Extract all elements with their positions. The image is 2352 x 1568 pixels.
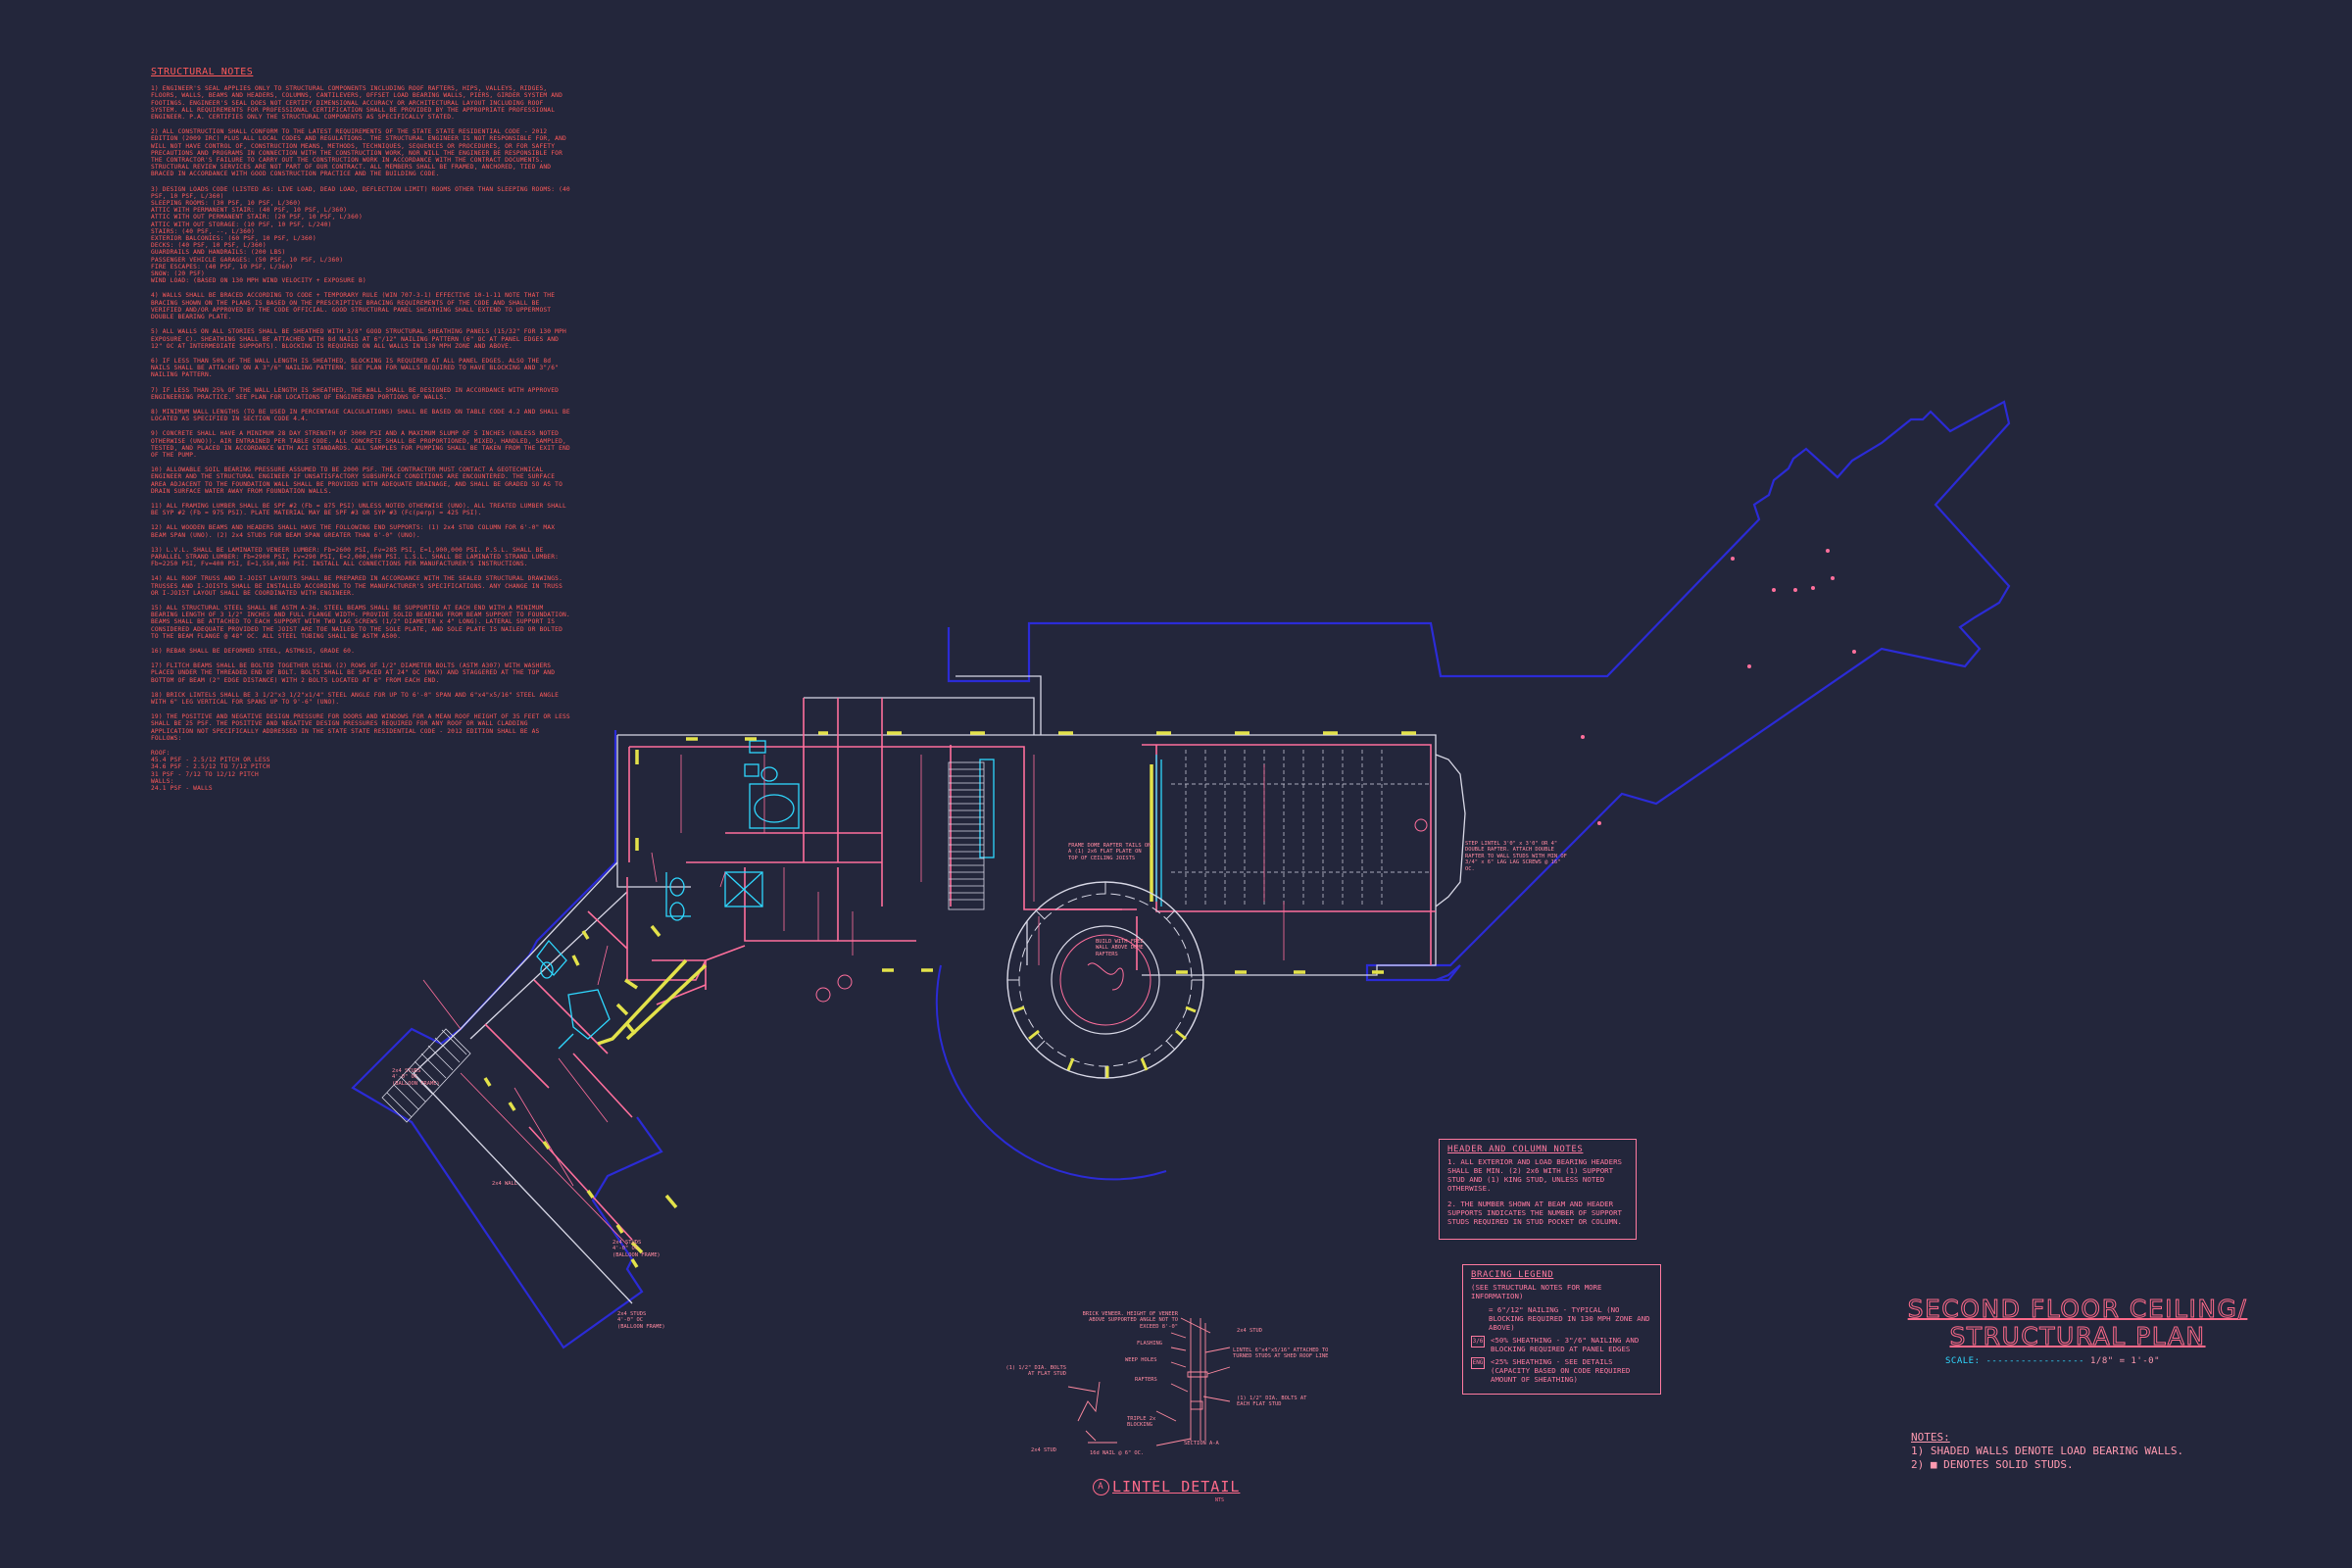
structural-note: 7) IF LESS THAN 25% OF THE WALL LENGTH I… [151, 386, 560, 401]
main-wall-outline [413, 675, 1466, 1304]
scale-label: SCALE: [1945, 1356, 1981, 1366]
structural-note: 2) ALL CONSTRUCTION SHALL CONFORM TO THE… [151, 128, 566, 178]
plan-label: FRAME DOME RAFTER TAILS ON A (1) 2x6 FLA… [1068, 843, 1152, 861]
structural-note: ROOF: 45.4 PSF - 2.5/12 PITCH OR LESS 34… [151, 750, 270, 793]
section-marker-icon [815, 818, 1428, 1003]
bracing-legend-item: 3/6 <50% SHEATHING - 3"/6" NAILING AND B… [1471, 1336, 1652, 1353]
bracing-legend-subtitle: (SEE STRUCTURAL NOTES FOR MORE INFORMATI… [1471, 1283, 1602, 1300]
lintel-detail-drawing [1067, 1317, 1231, 1446]
bottom-note: 1) SHADED WALLS DENOTE LOAD BEARING WALL… [1911, 1445, 2184, 1457]
bottom-notes: NOTES: 1) SHADED WALLS DENOTE LOAD BEARI… [1911, 1431, 2183, 1472]
roof-outline-lower [351, 730, 663, 1349]
lintel-callout: FLASHING [1137, 1341, 1162, 1347]
porch-arc [935, 964, 1167, 1181]
bracing-legend-title: BRACING LEGEND [1471, 1270, 1554, 1280]
structural-note: 6) IF LESS THAN 50% OF THE WALL LENGTH I… [151, 357, 560, 379]
structural-notes-heading: STRUCTURAL NOTES [151, 67, 254, 77]
structural-note: 19) THE POSITIVE AND NEGATIVE DESIGN PRE… [151, 713, 570, 742]
interior-walls [484, 698, 1436, 1241]
main-stair [948, 761, 985, 910]
plan-label: STEP LINTEL 3'0" x 3'0" OR 4" DOUBLE RAF… [1465, 841, 1567, 872]
plan-title-line1: SECOND FLOOR CEILING/ [1907, 1295, 2248, 1323]
structural-note: 12) ALL WOODEN BEAMS AND HEADERS SHALL H… [151, 524, 556, 539]
plan-title: SECOND FLOOR CEILING/ STRUCTURAL PLAN [1882, 1295, 2274, 1350]
header-note: 2. THE NUMBER SHOWN AT BEAM AND HEADER S… [1447, 1200, 1622, 1226]
structural-note: 3) DESIGN LOADS CODE (LISTED AS: LIVE LO… [151, 185, 570, 285]
plan-label: 2x4 STUDS 4'-0" OC (BALLOON FRAME) [617, 1311, 665, 1330]
lintel-callout: RAFTERS [1135, 1377, 1157, 1383]
structural-note: 18) BRICK LINTELS SHALL BE 3 1/2"x3 1/2"… [151, 691, 560, 707]
plan-scale: SCALE: ----------------- 1/8" = 1'-0" [1945, 1356, 2161, 1366]
lintel-callout: (1) 1/2" DIA. BOLTS AT FLAT STUD [1005, 1365, 1066, 1378]
structural-note: 11) ALL FRAMING LUMBER SHALL BE SPF #2 (… [151, 502, 566, 517]
bottom-notes-heading: NOTES: [1911, 1431, 1950, 1444]
bracing-legend-item: = 6"/12" NAILING - TYPICAL (NO BLOCKING … [1471, 1305, 1652, 1332]
right-wing-markers [1581, 549, 1856, 825]
header-column-notes: HEADER AND COLUMN NOTES 1. ALL EXTERIOR … [1439, 1139, 1637, 1240]
lintel-callout: TRIPLE 2x BLOCKING [1127, 1416, 1156, 1429]
lintel-callout: SECTION A-A [1184, 1441, 1219, 1446]
bracing-legend-item: ENG <25% SHEATHING - SEE DETAILS (CAPACI… [1471, 1357, 1652, 1384]
legend-text: = 6"/12" NAILING - TYPICAL (NO BLOCKING … [1489, 1305, 1650, 1332]
structural-note: 8) MINIMUM WALL LENGTHS (TO BE USED IN P… [151, 408, 570, 423]
structural-note: 13) L.V.L. SHALL BE LAMINATED VENEER LUM… [151, 546, 560, 568]
structural-note: 15) ALL STRUCTURAL STEEL SHALL BE ASTM A… [151, 604, 570, 640]
bearing-wall-marks [483, 731, 1416, 1268]
lintel-title-text: LINTEL DETAIL [1112, 1478, 1241, 1495]
bottom-note: 2) ■ DENOTES SOLID STUDS. [1911, 1458, 2074, 1471]
ceiling-joists [1171, 750, 1431, 906]
plan-label: 2x4 STUDS 4'-0" OC (BALLOON FRAME) [612, 1240, 661, 1258]
legend-symbol [1471, 1305, 1483, 1315]
header-notes-title: HEADER AND COLUMN NOTES [1447, 1145, 1584, 1154]
section-marker-icon: A [1093, 1479, 1109, 1495]
structural-notes: STRUCTURAL NOTES 1) ENGINEER'S SEAL APPL… [151, 67, 572, 800]
plan-label: 2x4 STUDS 4'-0" OC (BALLOON FRAME) [392, 1068, 440, 1087]
legend-symbol: 3/6 [1471, 1336, 1485, 1348]
lintel-callout: LINTEL 6"x4"x5/16" ATTACHED TO TURNED ST… [1233, 1348, 1329, 1360]
lintel-callout: 16d NAIL @ 6" OC. [1090, 1450, 1145, 1456]
structural-note: 9) CONCRETE SHALL HAVE A MINIMUM 28 DAY … [151, 430, 570, 459]
plan-title-line2: STRUCTURAL PLAN [1949, 1322, 2206, 1350]
lintel-callout: BRICK VENEER. HEIGHT OF VENEER ABOVE SUP… [1082, 1311, 1178, 1330]
lintel-callout: 2x4 STUD [1237, 1328, 1262, 1334]
lintel-callout: 2x4 STUD [1031, 1447, 1056, 1453]
plumbing-fixtures [536, 740, 1162, 1050]
structural-note: 14) ALL ROOF TRUSS AND I-JOIST LAYOUTS S… [151, 575, 563, 597]
structural-note: 16) REBAR SHALL BE DEFORMED STEEL, ASTM6… [151, 648, 356, 655]
dome-tower [1006, 881, 1204, 1079]
structural-note: 17) FLITCH BEAMS SHALL BE BOLTED TOGETHE… [151, 662, 556, 684]
structural-note: 4) WALLS SHALL BE BRACED ACCORDING TO CO… [151, 292, 556, 321]
legend-text: <50% SHEATHING - 3"/6" NAILING AND BLOCK… [1491, 1336, 1640, 1353]
lintel-detail-scale: NTS [1215, 1497, 1225, 1503]
legend-symbol: ENG [1471, 1357, 1485, 1369]
structural-note: 10) ALLOWABLE SOIL BEARING PRESSURE ASSU… [151, 466, 563, 495]
plan-label: 2x4 WALL [492, 1181, 517, 1187]
bracing-legend: BRACING LEGEND (SEE STRUCTURAL NOTES FOR… [1462, 1264, 1661, 1395]
rear-stair [381, 1028, 471, 1123]
structural-note: 5) ALL WALLS ON ALL STORIES SHALL BE SHE… [151, 328, 566, 350]
legend-text: <25% SHEATHING - SEE DETAILS (CAPACITY B… [1491, 1357, 1631, 1384]
header-note: 1. ALL EXTERIOR AND LOAD BEARING HEADERS… [1447, 1157, 1622, 1193]
roof-outline [947, 400, 2011, 982]
lintel-callout: (1) 1/2" DIA. BOLTS AT EACH FLAT STUD [1237, 1396, 1307, 1408]
structural-note: 1) ENGINEER'S SEAL APPLIES ONLY TO STRUC… [151, 85, 563, 122]
beam-lines [422, 755, 1285, 1246]
plan-label: BUILD WITH FREE WALL ABOVE DOME RAFTERS [1096, 939, 1144, 957]
scale-value: 1/8" = 1'-0" [2089, 1356, 2161, 1366]
lintel-callout: WEEP HOLES [1125, 1357, 1157, 1363]
